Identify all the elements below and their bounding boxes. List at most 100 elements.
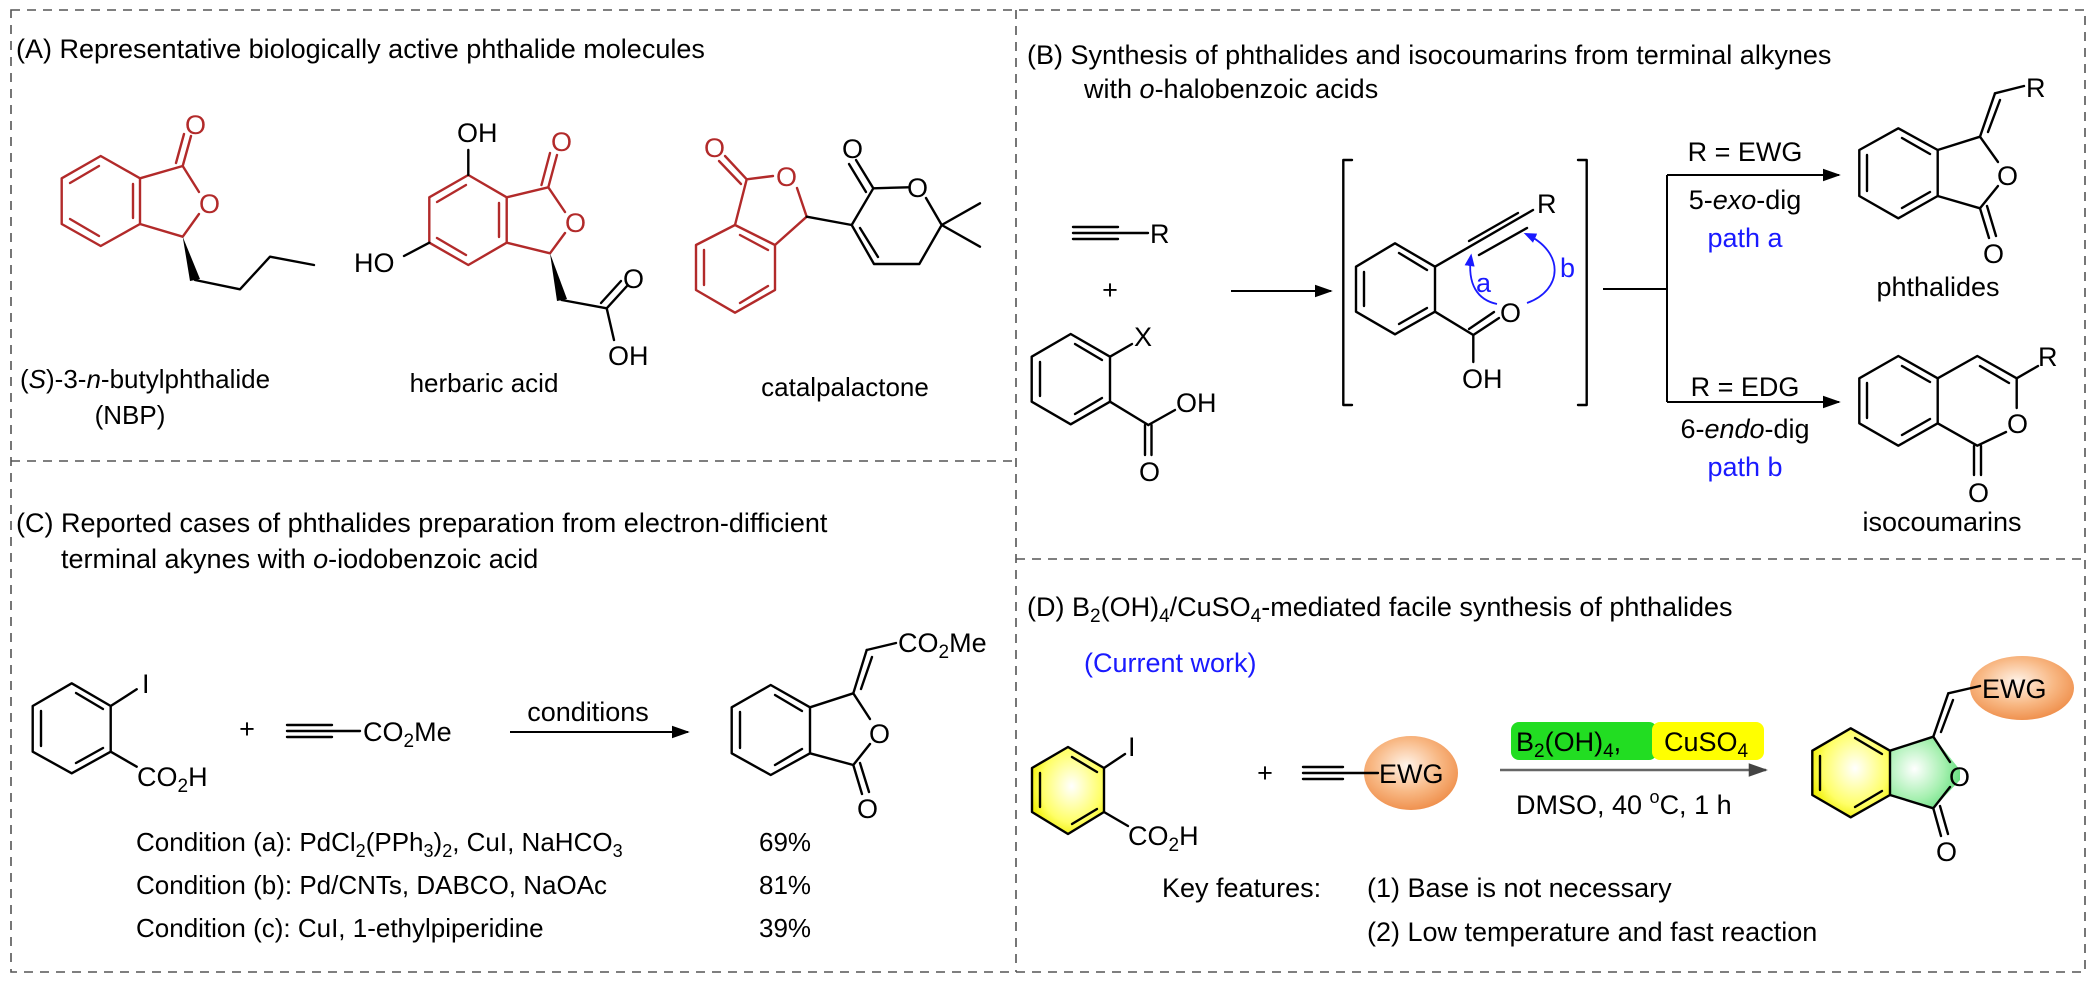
catalpalactone-pyranone-oxygen: O [842,134,863,164]
halobenzoic-x-bond [1108,342,1134,358]
nbp-lactone-ring [138,212,201,238]
catalpalactone-name: catalpalactone [761,372,929,402]
nbp-inner-bond [68,217,101,238]
herbaric-acid-carbonyl [605,284,629,310]
product-inner-bond [773,693,804,713]
catalpalactone-pyranone-carbonyl [854,158,875,190]
phthalide-product: R O O phthalides [1858,73,2046,302]
methyl-propiolate-reactant: CO2Me [285,717,452,752]
isocoumarin-carbonyl-oxygen: O [1968,478,1989,508]
herbaric-lactone-ring [505,231,567,255]
isocoumarin-r-bond [2015,364,2040,380]
d-ewg-label: EWG [1379,759,1444,789]
d-product-carbonyl [1932,807,1943,838]
ewg-highlight-bubble [1364,736,1458,810]
panel-a-title: (A) Representative biologically active p… [16,34,705,64]
panel-c-title-line1: (C) Reported cases of phthalides prepara… [16,508,828,538]
intermediate-alkyne [1477,226,1529,257]
isocoumarin-ring-oxygen: O [2007,409,2028,439]
catalpalactone-methyl [940,223,982,248]
product-benzene-ring [730,683,812,777]
condition-row-c: Condition (c): CuI, 1-ethylpiperidine [136,913,544,943]
herbaric-carbonyl-oxygen: O [551,127,572,157]
panel-d-iodobenzoic-acid: I CO2H [1030,732,1199,856]
halobenzoic-benzene-ring [1030,332,1112,426]
catalpalactone-carbonyl [723,154,748,181]
reagent-diboron: B2(OH)4, [1516,727,1621,762]
d-iodo-bond [1102,752,1127,770]
herbaric-ring-oxygen: O [565,208,586,238]
catalpalactone-inner-bond [738,233,770,252]
herbaric-lactone-ring [505,186,567,214]
intermediate-carbonyl-oxygen: O [1500,298,1521,328]
herbaric-carbonyl [547,153,559,189]
reagent-copper-sulfate: CuSO4 [1664,727,1749,762]
panel-d-alkyne-reactant: EWG [1301,736,1458,810]
carboxylic-acid-bond [109,750,138,768]
condition-yield-a: 69% [759,827,811,857]
d-product-exocyclic-double-bond [1939,698,1955,734]
phthalide-inner-bond [1900,136,1932,156]
panel-frames [10,9,2086,973]
herbaric-carbonyl [540,151,552,187]
d-product-ring-oxygen: O [1949,762,1970,792]
isocoumarin-product: R O O isocoumarins [1858,342,2058,537]
halobenzoic-inner-bond [1073,396,1104,416]
highlighted-benzene-ring [1030,745,1106,836]
product-ewg-highlight-bubble [1970,656,2074,720]
catalpalactone-pyranone-carbonyl [847,162,868,194]
d-product-ewg-label: EWG [1982,674,2047,704]
panel-b-title-line2: with o-halobenzoic acids [1083,74,1378,104]
upper-path-mode: 5-exo-dig [1689,185,1802,215]
intermediate-hydroxyl: OH [1462,364,1503,394]
isocoumarin-benzene-ring [1858,354,1939,447]
halobenzoic-hydroxyl: OH [1176,388,1217,418]
nbp-wedge-bond [182,236,200,281]
d-iodine-atom: I [1128,732,1136,762]
cyclization-arrow-a [1464,253,1498,305]
phthalide-r-group: R [2026,73,2046,103]
phthalide-benzene-ring [1858,127,1939,220]
herbaric-side-chain [560,298,616,342]
halobenzoic-inner-bond [1073,342,1104,362]
phthalide-carbonyl [1985,204,1998,238]
herbaric-wedge-bond [550,253,567,301]
molecule-herbaric-acid: O O OH HO O OH herbaric acid [354,118,649,398]
panel-c: (C) Reported cases of phthalides prepara… [16,508,987,943]
nbp-lactone-ring [138,164,201,194]
herbaric-top-hydroxyl: OH [457,118,498,148]
methyl-ester-group: CO2Me [363,717,452,752]
d-carboxyl-bond [1102,810,1130,828]
d-product-exocyclic-double-bond [1932,692,1950,738]
product-exocyclic-double-bond [859,655,874,691]
carboxylic-acid-group: CO2H [137,762,208,797]
molecule-nbp: O O (S)-3-n-butylphthalide (NBP) [20,110,316,430]
phthalide-lactone-ring [1936,135,2000,164]
phthalide-carbonyl-oxygen: O [1983,239,2004,269]
panel-c-title-line2: terminal akynes with o-iodobenzoic acid [61,544,538,574]
product-lactone-ring [808,692,872,721]
current-work-label: (Current work) [1084,648,1257,678]
phthalide-lactone-ring [1936,184,2000,210]
d-reactant-inner-bond [1070,755,1099,774]
catalpalactone-pyranone-ring [850,186,943,266]
key-feature-1: (1) Base is not necessary [1367,873,1672,903]
outer-frame [10,9,2086,973]
isocoumarin-pyranone-ring [1936,354,2018,410]
d-product-ewg-bond [1947,684,1982,695]
lower-path-mode: 6-endo-dig [1680,414,1809,444]
nbp-ring-oxygen: O [199,189,220,219]
nbp-butyl-chain [193,255,316,291]
intermediate-carboxyl-bond [1433,310,1475,337]
catalpalactone-ring-oxygen: O [776,162,797,192]
iodobenzoic-inner-bond [74,691,105,711]
condition-yield-c: 39% [759,913,811,943]
panel-d-reagents: B2(OH)4, CuSO4 DMSO, 40 oC, 1 h [1500,722,1768,820]
phthalide-inner-bond [1900,190,1932,210]
halobenzoic-oh-bond [1147,408,1177,427]
product-inner-bond [773,747,804,767]
arrow-b-label: b [1560,253,1575,283]
intermediate-benzene-ring [1354,242,1437,336]
d-product-inner-bond [1853,789,1884,809]
